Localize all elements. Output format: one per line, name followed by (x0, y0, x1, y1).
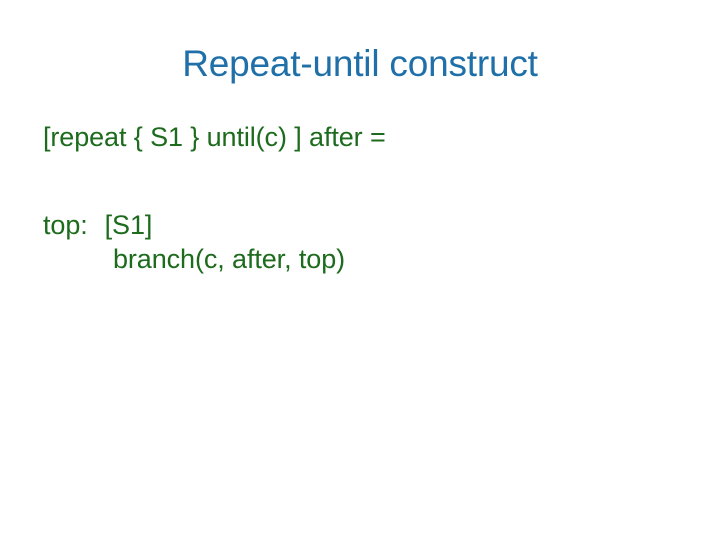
block-spacer (43, 154, 683, 208)
code-body-block: [repeat { S1 } until(c) ] after = top: [… (43, 120, 683, 276)
expansion-label-line: top: [S1] (43, 208, 683, 242)
expansion-label-body: [S1] (104, 210, 153, 240)
pattern-line: [repeat { S1 } until(c) ] after = (43, 122, 386, 152)
page-title: Repeat-until construct (182, 43, 538, 84)
expansion-continuation-line: branch(c, after, top) (113, 244, 346, 274)
expansion-label: top: (43, 210, 88, 240)
